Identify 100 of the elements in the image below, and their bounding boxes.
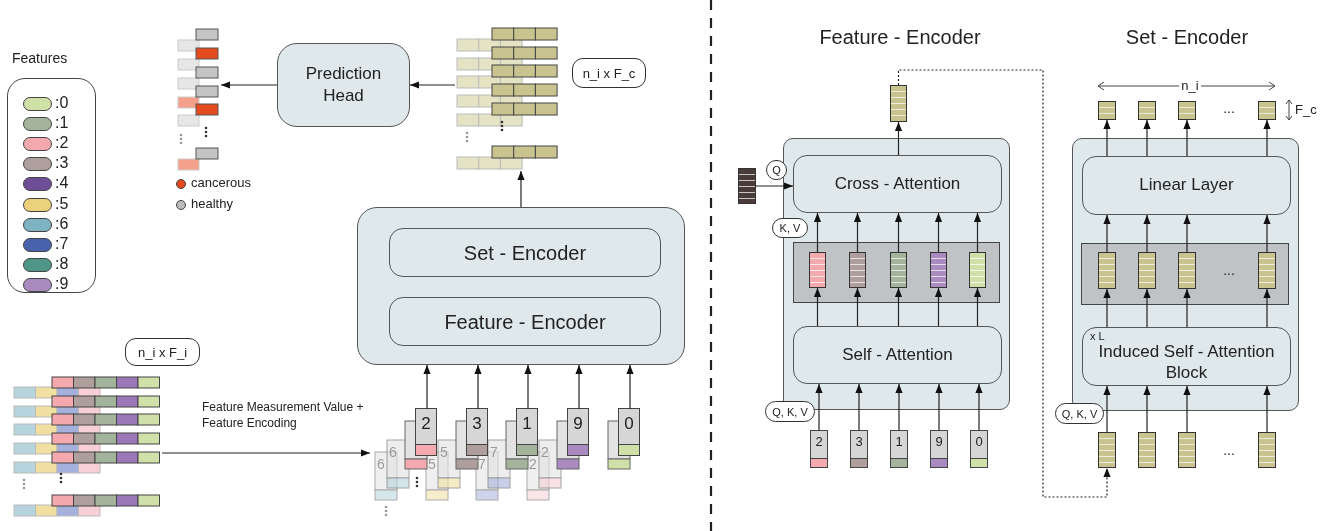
arrow [975,383,983,431]
tag-label: Q [772,164,781,176]
feature-token [516,408,538,456]
arrow [1143,119,1151,157]
vector-bar [1178,252,1196,289]
arrow [755,182,794,190]
token-digit: 9 [934,433,944,449]
arrow [1143,385,1151,433]
process-box [1082,156,1291,215]
panel-title: Feature - Encoder [818,26,982,49]
arrow [1183,288,1191,328]
vector-bar [890,252,907,288]
vector-bar [1258,252,1276,289]
feature-token [810,430,828,468]
arrow [813,287,822,327]
feature-token [970,430,988,468]
tag-label: K, V [779,222,801,234]
token-digit: 3 [854,433,864,449]
vector-bar [969,252,986,288]
block-title: Cross - Attention [834,172,961,195]
block-title: Set - Encoder [463,240,587,266]
layer-band [793,242,1000,303]
process-box [793,155,1002,213]
arrow [894,121,903,156]
arrow [409,81,456,89]
legend-label: :6 [55,214,69,233]
dimension-tag [1055,403,1104,424]
token-digit: 2 [540,444,550,460]
ellipsis: ... [1222,442,1236,458]
legend-label: :4 [55,174,69,193]
arrow [1263,288,1271,328]
feature-token [890,430,908,468]
arrow [813,212,822,253]
legend-label: :1 [55,114,69,133]
arrow [1183,214,1191,253]
token-digit: 0 [974,433,984,449]
arrow [474,364,482,410]
arrow [853,212,862,253]
arrow [626,364,634,410]
process-box [277,43,410,127]
legend-label: healthy [191,196,233,211]
prediction-stack-drawing [177,26,221,170]
arrow [894,212,903,253]
block-title: Linear Layer [1139,174,1234,197]
token-digit: 3 [471,413,483,434]
arrow [934,212,943,253]
tag-label: Q, K, V [772,405,808,418]
repeat-note: x L [1090,330,1105,342]
vector-bar [809,252,826,288]
vector-bar [1138,252,1156,289]
token-digit: 5 [439,444,449,460]
vector-bar [738,168,756,204]
layer-band [1081,243,1289,305]
block-title: Feature - Encoder [444,309,606,335]
embedding-stack-drawing [455,25,559,171]
legend-label: :9 [55,274,69,293]
legend-label: :5 [55,194,69,213]
process-box [1082,327,1291,386]
process-box [389,228,661,277]
dimension-tag [125,338,200,366]
arrow [524,364,532,410]
arrow [1263,119,1271,157]
feature-token [567,408,589,456]
arrow [855,383,863,431]
arrow [220,81,278,89]
vector-bar [890,85,907,122]
arrow [161,449,371,457]
ellipsis: ... [1222,262,1236,278]
token-digit: 1 [521,413,533,434]
arrow [1103,119,1111,157]
block-title: Induced Self - Attention Block [1097,342,1276,383]
token-digit: 2 [814,433,824,449]
arrow [517,170,525,208]
token-digit: 5 [427,456,437,472]
token-digit: 7 [489,444,499,460]
arrow [973,212,982,253]
legend-label: :8 [55,254,69,273]
token-digit: 1 [894,433,904,449]
token-digit: 7 [477,456,487,472]
tag-label: Q, K, V [1061,407,1098,420]
arrow [1143,288,1151,328]
block-title: Prediction Head [304,62,383,107]
vector-bar [1098,252,1116,289]
token-digit: 9 [572,413,584,434]
process-box [793,326,1002,384]
legend-label: :3 [55,154,69,173]
token-digit: 0 [623,413,635,434]
arrow [895,383,903,431]
arrow [815,383,823,431]
vector-bar [1138,432,1156,468]
arrow [1103,288,1111,328]
arrow [1183,119,1191,157]
tag-label: n_i x F_i [137,344,188,360]
arrow [423,364,431,410]
vector-bar [1098,101,1116,120]
encoder-panel [357,207,685,365]
arrow [1103,214,1111,253]
token-digit: 6 [376,456,386,472]
legend-label: cancerous [191,175,251,190]
arrow [973,287,982,327]
